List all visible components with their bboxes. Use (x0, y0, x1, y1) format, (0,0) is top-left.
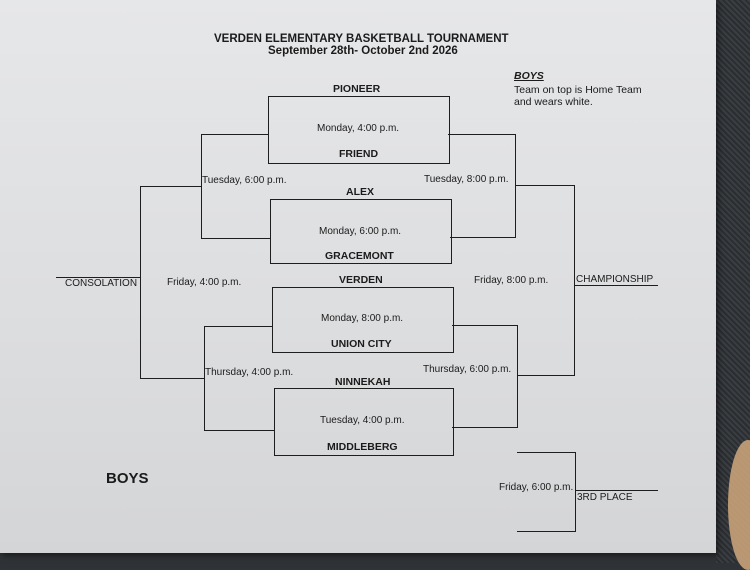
game-box-3 (272, 287, 454, 353)
bracket-line (143, 378, 204, 379)
game-box-1 (268, 96, 450, 164)
third-place-label: 3RD PLACE (577, 492, 633, 503)
consolation-label: CONSOLATION (65, 278, 138, 289)
bracket-line (517, 325, 518, 427)
bracket-line (204, 430, 274, 431)
bracket-line (201, 134, 268, 135)
game-2-time: Monday, 6:00 p.m. (319, 226, 402, 237)
bracket-line (452, 427, 518, 428)
bracket-line (452, 325, 517, 326)
team-middleberg: MIDDLEBERG (327, 441, 398, 453)
third-place-line (575, 490, 658, 491)
bracket-line (140, 378, 144, 379)
bracket-line (140, 186, 201, 187)
bracket-sheet: VERDEN ELEMENTARY BASKETBALL TOURNAMENT … (0, 0, 716, 553)
consolation-line (56, 277, 140, 278)
team-union-city: UNION CITY (331, 338, 392, 350)
game-3-time: Monday, 8:00 p.m. (321, 313, 404, 324)
note-heading: BOYS (514, 70, 544, 82)
bracket-line (517, 531, 576, 532)
thumb (728, 440, 750, 570)
bracket-line (450, 237, 516, 238)
bracket-line (574, 185, 575, 376)
bracket-line (201, 134, 202, 238)
tournament-title: VERDEN ELEMENTARY BASKETBALL TOURNAMENT (214, 33, 509, 45)
bracket-line (448, 134, 515, 135)
championship-time: Friday, 8:00 p.m. (474, 275, 549, 286)
left-top-time: Tuesday, 6:00 p.m. (202, 175, 287, 186)
team-ninnekah: NINNEKAH (335, 376, 391, 388)
team-gracemont: GRACEMONT (325, 250, 394, 262)
right-bottom-time: Thursday, 6:00 p.m. (423, 364, 512, 375)
bracket-line (517, 452, 576, 453)
tournament-dates: September 28th- October 2nd 2026 (268, 45, 458, 57)
bracket-line (515, 134, 516, 238)
consolation-time: Friday, 4:00 p.m. (167, 277, 242, 288)
game-1-time: Monday, 4:00 p.m. (317, 123, 400, 134)
team-pioneer: PIONEER (333, 83, 381, 95)
bracket-line (204, 326, 205, 430)
bracket-line (515, 185, 574, 186)
bracket-line (201, 238, 270, 239)
bracket-line (140, 186, 141, 378)
bracket-line (204, 326, 272, 327)
third-place-time: Friday, 6:00 p.m. (499, 482, 574, 493)
game-box-2 (270, 199, 452, 264)
championship-line (574, 285, 658, 286)
note-line-1: Team on top is Home Team (514, 84, 642, 96)
division-label: BOYS (106, 470, 149, 487)
right-top-time: Tuesday, 8:00 p.m. (424, 174, 509, 185)
game-box-4 (274, 388, 454, 456)
note-line-2: and wears white. (514, 96, 593, 108)
championship-label: CHAMPIONSHIP (576, 274, 654, 285)
team-friend: FRIEND (339, 148, 379, 160)
game-4-time: Tuesday, 4:00 p.m. (320, 415, 405, 426)
team-verden: VERDEN (339, 274, 383, 286)
bracket-line (575, 452, 576, 531)
left-bottom-time: Thursday, 4:00 p.m. (205, 367, 294, 378)
team-alex: ALEX (346, 186, 375, 198)
bracket-line (517, 375, 575, 376)
